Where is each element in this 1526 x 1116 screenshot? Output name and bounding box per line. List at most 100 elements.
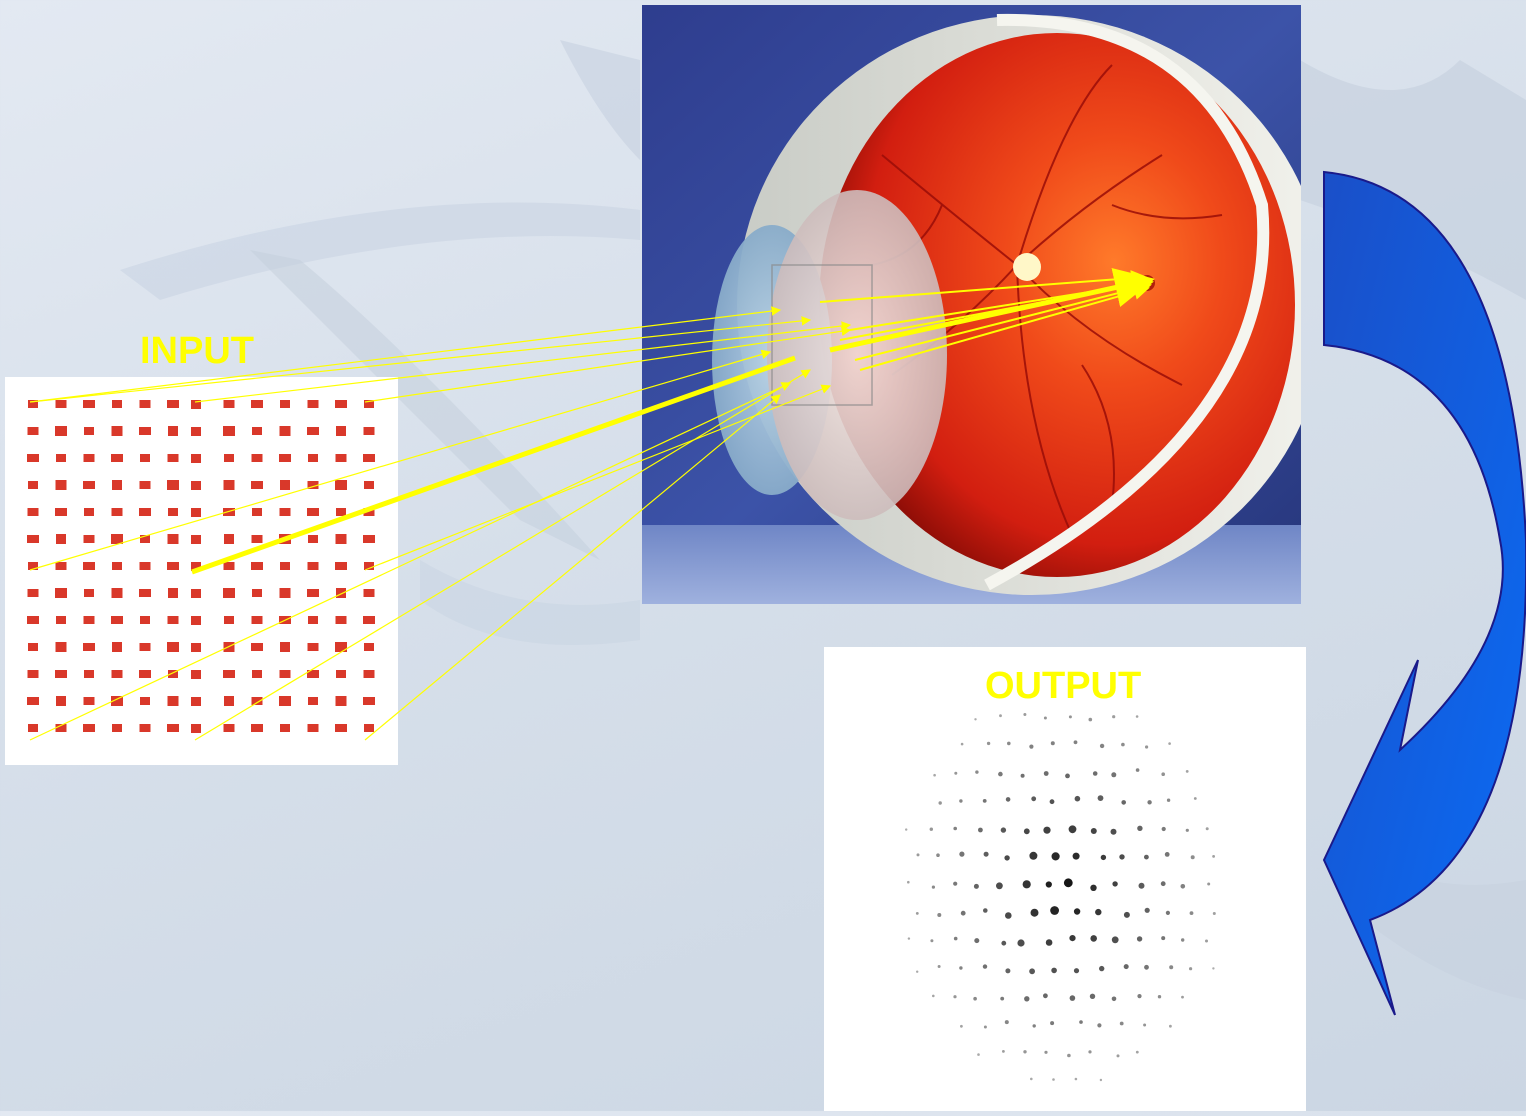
grid-mark — [140, 724, 151, 732]
output-dot — [984, 1026, 987, 1029]
output-dot — [1121, 743, 1125, 747]
input-label: INPUT — [140, 330, 254, 373]
output-dot — [1166, 911, 1170, 915]
output-dot — [987, 742, 990, 745]
output-dot — [1051, 968, 1057, 974]
grid-mark — [364, 643, 374, 651]
output-dot — [932, 886, 935, 889]
output-dot — [1044, 717, 1047, 720]
grid-mark — [224, 562, 235, 570]
grid-mark — [336, 616, 347, 624]
grid-center-mark — [191, 589, 201, 598]
output-dot — [973, 997, 977, 1001]
grid-mark — [364, 400, 374, 408]
grid-mark — [56, 642, 67, 652]
curved-arrow-icon — [1300, 160, 1526, 1020]
grid-mark — [168, 454, 179, 462]
grid-mark — [280, 426, 291, 436]
output-dot — [1029, 968, 1035, 974]
grid-mark — [252, 670, 262, 678]
grid-mark — [111, 696, 123, 706]
grid-mark — [27, 454, 39, 462]
grid-mark — [336, 588, 346, 598]
grid-mark — [56, 454, 66, 462]
output-retinal-response-panel — [824, 647, 1306, 1111]
grid-mark — [28, 589, 39, 597]
output-dot — [1067, 1054, 1071, 1058]
grid-mark — [139, 508, 151, 516]
output-dot — [1181, 884, 1186, 889]
output-dot — [1005, 912, 1012, 919]
grid-mark — [112, 562, 122, 570]
grid-mark — [84, 670, 94, 678]
grid-mark — [140, 643, 151, 651]
grid-mark — [28, 481, 38, 489]
output-dot — [1046, 881, 1052, 887]
output-label: OUTPUT — [985, 665, 1141, 708]
output-dot — [1147, 800, 1151, 804]
grid-mark — [224, 696, 234, 706]
grid-mark — [84, 589, 94, 597]
grid-mark — [308, 562, 319, 570]
output-dot — [1064, 878, 1073, 887]
output-dot — [1186, 829, 1189, 832]
output-dot — [1075, 1078, 1078, 1081]
grid-mark — [308, 724, 319, 732]
grid-mark — [224, 480, 235, 490]
grid-mark — [56, 696, 66, 706]
output-dot — [1143, 1024, 1146, 1027]
output-dot — [1069, 715, 1072, 718]
output-dot — [1024, 996, 1029, 1001]
output-dot — [1136, 1051, 1139, 1054]
grid-mark — [308, 616, 318, 624]
output-dot — [974, 938, 979, 943]
grid-center-mark — [191, 481, 201, 490]
grid-mark — [364, 724, 374, 732]
grid-mark — [28, 562, 38, 570]
output-dot — [978, 828, 983, 833]
grid-mark — [363, 697, 375, 705]
output-dot — [1005, 968, 1010, 973]
grid-mark — [112, 724, 122, 732]
output-dot — [1124, 912, 1130, 918]
grid-mark — [112, 508, 123, 516]
grid-mark — [112, 426, 123, 436]
output-dot — [1069, 825, 1077, 833]
output-dot — [932, 995, 935, 998]
grid-mark — [335, 724, 347, 732]
eye-illustration — [642, 5, 1301, 604]
grid-mark — [112, 400, 122, 408]
grid-mark — [83, 562, 95, 570]
output-dot — [1074, 908, 1080, 914]
grid-mark — [55, 670, 67, 678]
output-dot — [996, 882, 1003, 889]
grid-mark — [364, 427, 375, 435]
grid-center-mark — [191, 643, 201, 652]
grid-mark — [56, 616, 66, 624]
output-dot — [1089, 718, 1093, 722]
output-dot — [1101, 855, 1106, 860]
grid-mark — [168, 508, 178, 516]
grid-mark — [252, 697, 263, 705]
output-dot — [1145, 745, 1148, 748]
output-dot — [1024, 828, 1030, 834]
grid-mark — [335, 562, 347, 570]
grid-mark — [27, 535, 39, 543]
output-dot — [959, 852, 964, 857]
grid-mark — [308, 454, 318, 462]
grid-center-mark — [191, 454, 201, 463]
grid-mark — [335, 400, 347, 408]
output-dot — [907, 881, 910, 884]
output-dot — [974, 884, 979, 889]
output-dot — [1044, 1051, 1047, 1054]
output-dot — [1023, 1050, 1026, 1053]
grid-mark — [167, 642, 179, 652]
output-dot — [1051, 741, 1055, 745]
grid-mark — [224, 724, 235, 732]
grid-mark — [56, 562, 67, 570]
output-dot — [1189, 967, 1192, 970]
output-dot — [1168, 742, 1171, 745]
output-dot — [1046, 939, 1053, 946]
output-dot — [998, 772, 1003, 777]
grid-mark — [252, 616, 263, 624]
